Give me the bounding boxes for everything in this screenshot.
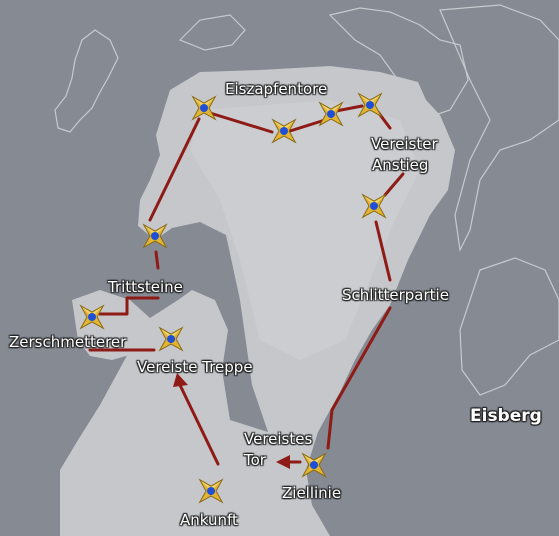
route-segment bbox=[374, 220, 392, 282]
waypoint-star-icon[interactable] bbox=[79, 304, 105, 330]
waypoint-star-icon[interactable] bbox=[271, 118, 297, 144]
waypoint-star-icon[interactable] bbox=[142, 223, 168, 249]
waypoint-star-icon[interactable] bbox=[357, 92, 383, 118]
route-segment bbox=[98, 296, 160, 316]
floe-outline-northeast bbox=[328, 7, 469, 121]
label-trittsteine: Trittsteine bbox=[108, 278, 183, 296]
waypoint-star-icon[interactable] bbox=[158, 326, 184, 352]
label-vereister-anstieg-line1: Vereister bbox=[371, 135, 438, 153]
arrowhead-icon bbox=[276, 455, 290, 469]
label-schlitterpartie: Schlitterpartie bbox=[342, 286, 449, 304]
route-segment bbox=[178, 383, 220, 466]
route-segment bbox=[148, 117, 201, 222]
route-segment bbox=[334, 104, 364, 113]
label-vereistes-tor-line2: Tor bbox=[244, 451, 266, 469]
label-vereister-anstieg-line2: Anstieg bbox=[372, 156, 429, 174]
waypoint-star-icon[interactable] bbox=[318, 101, 344, 127]
route-segment bbox=[208, 111, 274, 134]
route-segment bbox=[326, 408, 334, 450]
label-vereiste-treppe: Vereiste Treppe bbox=[137, 358, 253, 376]
waypoint-star-icon[interactable] bbox=[361, 193, 387, 219]
waypoint-star-icon[interactable] bbox=[198, 478, 224, 504]
label-ziellinie: Ziellinie bbox=[282, 484, 342, 502]
label-vereistes-tor-line1: Vereistes bbox=[244, 430, 313, 448]
waypoint-markers bbox=[79, 92, 387, 504]
route-segment bbox=[330, 306, 392, 412]
label-ankunft: Ankunft bbox=[180, 511, 238, 529]
region-name-eisberg: Eisberg bbox=[470, 406, 542, 426]
waypoint-star-icon[interactable] bbox=[301, 452, 327, 478]
west-ice-ledge bbox=[72, 290, 150, 360]
label-zerschmetterer: Zerschmetterer bbox=[9, 333, 127, 351]
floe-outline-east bbox=[439, 4, 559, 252]
floe-outline-southeast bbox=[459, 257, 559, 396]
label-eiszapfentore: Eiszapfentore bbox=[225, 80, 328, 98]
route-segment bbox=[383, 172, 405, 197]
route-segment bbox=[154, 250, 160, 270]
floe-outline-west bbox=[54, 29, 119, 133]
floe-outline-north bbox=[178, 14, 246, 51]
ice-floe-outlines bbox=[54, 4, 559, 396]
route-segment bbox=[288, 118, 327, 133]
island-inner-shade bbox=[190, 100, 420, 360]
arrowhead-icon bbox=[173, 373, 188, 387]
waypoint-star-icon[interactable] bbox=[191, 95, 217, 121]
